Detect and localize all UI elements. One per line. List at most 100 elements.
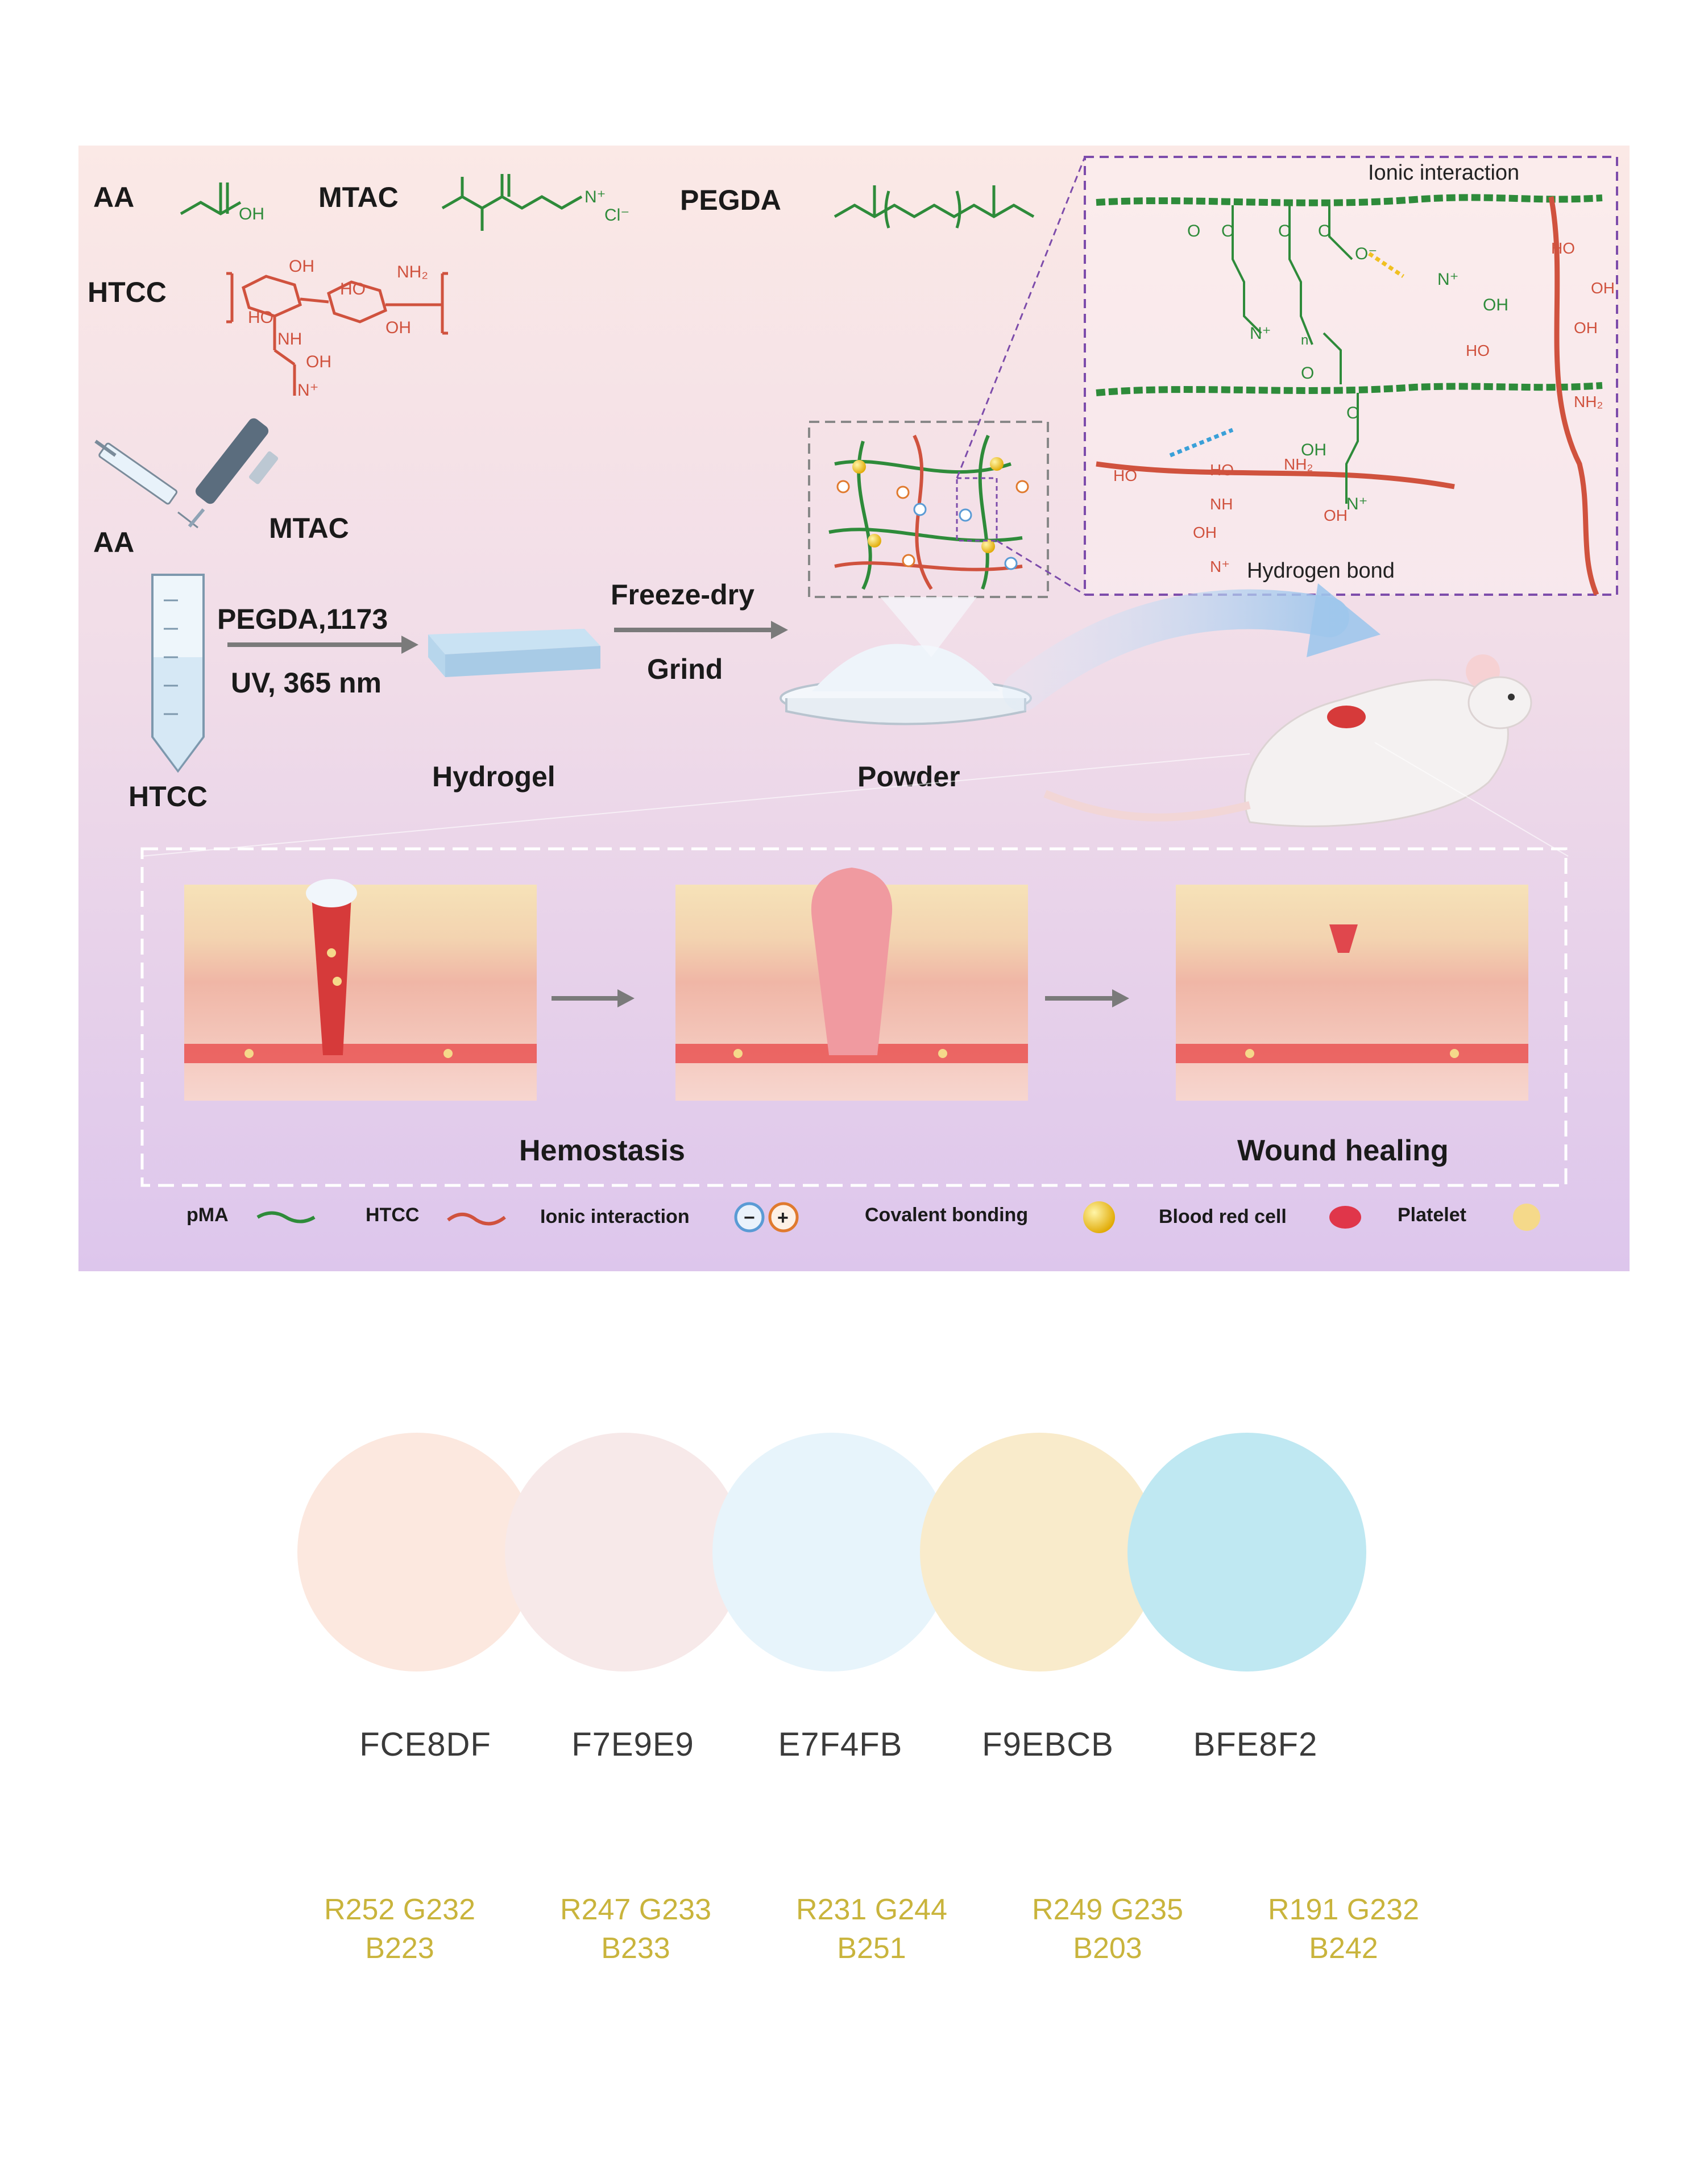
legend-ionic-label: Ionic interaction (540, 1206, 690, 1227)
htcc-label: HTCC (88, 276, 167, 308)
legend-positive-charge-icon (768, 1202, 799, 1233)
skin-section-hemostasis-1 (184, 879, 537, 1101)
stage-arrow-2-icon (1045, 989, 1129, 1007)
svg-text:N⁺: N⁺ (297, 381, 319, 400)
swatch-2 (505, 1433, 744, 1671)
svg-text:OH: OH (239, 205, 264, 223)
hydrogel-label: Hydrogel (432, 761, 555, 793)
covalent-node (990, 457, 1004, 471)
svg-text:OH: OH (1574, 319, 1598, 337)
hydrogel-figure: AA OH MTAC N⁺ Cl⁻ PEGDA HTCC (78, 146, 1630, 1271)
mtac-structure-icon: N⁺ Cl⁻ (441, 174, 629, 231)
pegda-label: PEGDA (680, 184, 781, 216)
svg-text:O: O (1187, 222, 1200, 240)
wound-healing-label: Wound healing (1237, 1134, 1449, 1167)
network-box (808, 421, 1049, 657)
svg-text:NH₂: NH₂ (1574, 393, 1603, 410)
swatch-4 (920, 1433, 1159, 1671)
zoom-line (956, 156, 1086, 479)
svg-text:HO: HO (248, 308, 273, 327)
rgb-line1: R247 G233 (560, 1893, 711, 1926)
svg-text:N⁺: N⁺ (584, 188, 606, 206)
svg-text:O: O (1318, 222, 1331, 240)
step1-top-label: PEGDA,1173 (217, 603, 388, 635)
svg-text:HO: HO (1466, 342, 1490, 359)
application-arrow-icon (1002, 589, 1349, 711)
svg-text:N⁺: N⁺ (1210, 558, 1230, 575)
aa-label: AA (93, 181, 134, 213)
htcc-oh-1: OH (289, 257, 314, 276)
covalent-node (981, 540, 995, 553)
rgb-label-3: R231 G244 B251 (778, 1890, 965, 1968)
rgb-label-4: R249 G235 B203 (1014, 1890, 1201, 1968)
hex-label-3: E7F4FB (778, 1726, 903, 1763)
swatch-5 (1127, 1433, 1366, 1671)
ionic-interaction-label: Ionic interaction (1368, 161, 1519, 185)
svg-text:NH: NH (277, 330, 302, 349)
reagent-htcc: HTCC OH HO NH₂ HO NH OH OH N⁺ (88, 257, 448, 400)
rgb-line2: B251 (837, 1932, 906, 1965)
svg-text:HO: HO (340, 280, 366, 298)
legend-pma-label: pMA (186, 1204, 229, 1226)
step2-top-label: Freeze-dry (611, 579, 754, 611)
hex-label-5: BFE8F2 (1193, 1726, 1318, 1763)
step1-bottom-label: UV, 365 nm (231, 667, 382, 699)
legend-htcc-swatch (447, 1213, 506, 1226)
centrifuge-tube-icon (151, 574, 205, 773)
pipette-icon (188, 418, 279, 528)
svg-text:O⁻: O⁻ (1355, 244, 1377, 263)
legend-covalent-icon (1083, 1201, 1115, 1233)
hex-label-4: F9EBCB (982, 1726, 1114, 1763)
rgb-line1: R191 G232 (1268, 1893, 1419, 1926)
hex-label-1: FCE8DF (359, 1726, 491, 1763)
svg-text:N⁺: N⁺ (1437, 270, 1459, 289)
covalent-node (868, 534, 881, 547)
svg-text:O: O (1346, 404, 1359, 422)
svg-text:+: + (777, 1207, 789, 1229)
skin-section-healing (1176, 885, 1528, 1101)
process-mtac-label: MTAC (269, 512, 349, 544)
svg-text:HO: HO (1113, 467, 1137, 484)
covalent-node (852, 460, 866, 474)
powder-dish-icon (780, 644, 1032, 725)
aa-structure-icon: OH (180, 182, 264, 223)
svg-text:OH: OH (1324, 507, 1348, 524)
legend-rbc-label: Blood red cell (1159, 1206, 1287, 1227)
svg-text:OH: OH (306, 352, 331, 371)
hydrogen-bond-label: Hydrogen bond (1247, 559, 1395, 583)
hydrogel-icon (428, 629, 600, 677)
powder-label: Powder (857, 761, 960, 793)
molecular-zoom-box: Ionic interaction O O O O O⁻ N⁺ O n O OH… (1084, 156, 1618, 596)
svg-text:NH₂: NH₂ (397, 263, 428, 281)
svg-text:O: O (1278, 222, 1291, 240)
stage-arrow-1-icon (552, 989, 635, 1007)
swatch-3 (712, 1433, 951, 1671)
zoom-line (996, 540, 1085, 596)
legend-pma-swatch (256, 1211, 316, 1223)
rgb-line2: B203 (1073, 1932, 1142, 1965)
svg-text:OH: OH (1193, 524, 1217, 541)
rgb-line2: B233 (601, 1932, 670, 1965)
legend-negative-charge-icon (734, 1202, 765, 1233)
svg-text:OH: OH (1301, 441, 1326, 459)
legend-rbc-icon (1329, 1206, 1361, 1229)
rgb-line1: R252 G232 (324, 1893, 475, 1926)
svg-text:OH: OH (1483, 296, 1508, 314)
rgb-line1: R249 G235 (1032, 1893, 1183, 1926)
svg-text:HO: HO (1551, 239, 1575, 257)
legend-platelet-icon (1513, 1204, 1540, 1231)
legend-platelet-label: Platelet (1398, 1204, 1466, 1226)
hemostasis-label: Hemostasis (519, 1134, 685, 1167)
step1-arrow-icon (227, 636, 418, 654)
svg-text:O: O (1221, 222, 1234, 240)
step2-bottom-label: Grind (647, 653, 723, 685)
hex-label-2: F7E9E9 (571, 1726, 694, 1763)
rgb-label-1: R252 G232 B223 (306, 1890, 494, 1968)
svg-text:N⁺: N⁺ (1250, 324, 1271, 343)
process-aa-label: AA (93, 526, 134, 558)
svg-text:HO: HO (1210, 461, 1234, 479)
skin-section-hemostasis-2 (675, 868, 1028, 1101)
rgb-label-2: R247 G233 B233 (542, 1890, 729, 1968)
svg-text:OH: OH (1591, 279, 1615, 297)
wound-panel (140, 847, 1568, 1187)
